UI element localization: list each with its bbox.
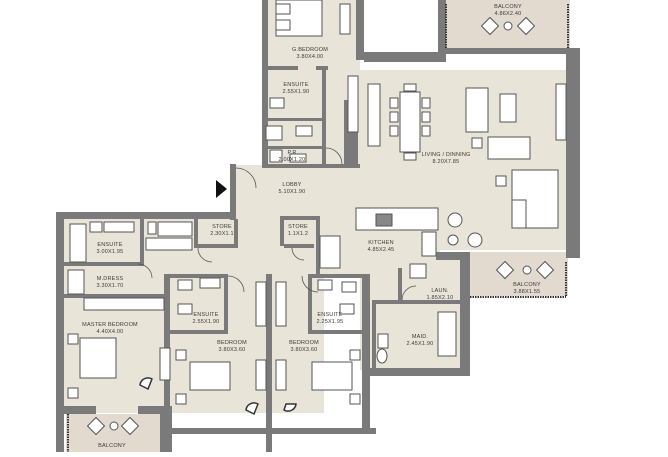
room-dim: 3.88X1.55 <box>513 289 541 295</box>
room-dim: 1.1X1.2 <box>287 231 309 237</box>
room-label-balcony-bottom: BALCONY <box>98 443 126 450</box>
room-dim: 2.55X1.90 <box>282 89 310 95</box>
room-name: BALCONY <box>494 4 522 10</box>
room-dim: 8.20X7.85 <box>432 159 460 165</box>
room-name: MASTER BEDROOM <box>82 322 138 328</box>
room-name: LOBBY <box>282 182 302 188</box>
room-dim: 2.25X1.95 <box>316 319 344 325</box>
room-name: P.R <box>287 150 297 156</box>
room-dim: 3.80X3.60 <box>218 347 246 353</box>
room-label-store-2: STORE 1.1X1.2 <box>288 224 308 238</box>
room-name: BALCONY <box>98 443 126 449</box>
room-name: ENSUITE <box>283 82 309 88</box>
room-dim: 2.00X1.20 <box>278 157 306 163</box>
room-name: BALCONY <box>513 282 541 288</box>
room-dim: 4.86X2.40 <box>494 11 522 17</box>
door-swings <box>137 147 417 301</box>
room-label-ensuite-g: ENSUITE 2.55X1.90 <box>283 82 310 96</box>
room-name: BEDROOM <box>289 340 319 346</box>
entry-arrow-icon <box>216 180 227 198</box>
room-name: ENSUITE <box>97 242 123 248</box>
room-label-master-bedroom: MASTER BEDROOM 4.40X4.00 <box>82 322 138 336</box>
room-label-maid: MAID. 2.45X1.90 <box>407 334 434 348</box>
room-label-ensuite-master: ENSUITE 3.00X1.95 <box>97 242 124 256</box>
room-label-powder-room: P.R 2.00X1.20 <box>279 150 306 164</box>
room-dim: 2.45X1.90 <box>406 341 434 347</box>
balcony-railings <box>67 4 569 452</box>
room-label-bedroom-2: BEDROOM 3.80X3.60 <box>217 340 247 354</box>
room-dim: 5.10X1.90 <box>278 189 306 195</box>
room-dim: 4.40X4.00 <box>96 329 124 335</box>
room-label-lobby: LOBBY 5.10X1.90 <box>279 182 306 196</box>
balcony-fills <box>66 0 570 452</box>
room-label-store-1: STORE 2.30X1.1 <box>210 224 234 238</box>
room-name: ENSUITE <box>193 312 219 318</box>
room-name: BEDROOM <box>217 340 247 346</box>
room-dim: 4.85X2.45 <box>367 247 395 253</box>
room-dim: 2.30X1.1 <box>210 231 234 237</box>
room-name: M.DRESS <box>96 276 124 282</box>
room-label-balcony-top: BALCONY 4.86X2.40 <box>494 4 522 18</box>
furniture <box>67 0 567 436</box>
room-name: STORE <box>288 224 308 230</box>
room-label-living-dining: LIVING / DINNING 8.20X7.85 <box>421 152 470 166</box>
room-label-kitchen: KITCHEN 4.85X2.45 <box>368 240 395 254</box>
room-name: LAUN. <box>431 288 449 294</box>
desk-chairs <box>139 377 297 416</box>
room-label-ensuite-b2: ENSUITE 2.55X1.90 <box>193 312 220 326</box>
room-dim: 3.80X3.60 <box>290 347 318 353</box>
room-dim: 3.00X1.95 <box>96 249 124 255</box>
room-name: MAID. <box>411 334 429 340</box>
room-name: STORE <box>212 224 232 230</box>
room-name: LIVING / DINNING <box>421 152 471 158</box>
room-label-g-bedroom: G.BEDROOM 3.80X4.00 <box>292 47 328 61</box>
room-name: G.BEDROOM <box>291 47 329 53</box>
room-dim: 3.30X1.70 <box>96 283 124 289</box>
room-name: KITCHEN <box>368 240 394 246</box>
room-label-ensuite-b3: ENSUITE 2.25X1.95 <box>317 312 344 326</box>
room-name: ENSUITE <box>317 312 343 318</box>
room-label-bedroom-3: BEDROOM 3.80X3.60 <box>289 340 319 354</box>
room-dim: 2.55X1.90 <box>192 319 220 325</box>
room-dim: 3.80X4.00 <box>296 54 324 60</box>
room-label-laundry: LAUN. 1.85X2.10 <box>427 288 454 302</box>
room-label-balcony-right: BALCONY 3.88X1.55 <box>513 282 541 296</box>
room-dim: 1.85X2.10 <box>426 295 454 301</box>
room-label-m-dress: M.DRESS 3.30X1.70 <box>97 276 124 290</box>
